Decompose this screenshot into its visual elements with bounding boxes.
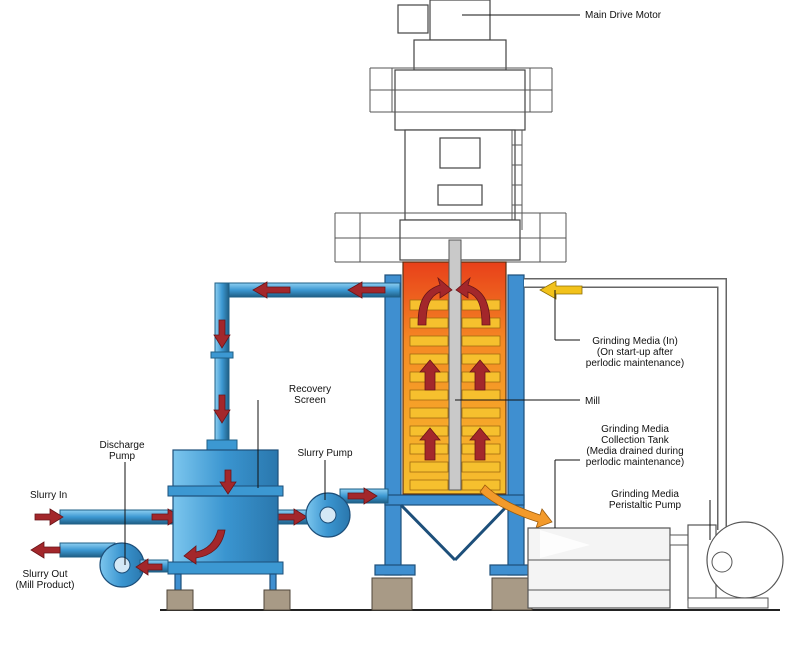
label-recovery-screen-1: Recovery: [289, 384, 331, 395]
label-peristaltic-pump-2: Peristaltic Pump: [609, 500, 682, 511]
label-recovery-screen-2: Screen: [294, 395, 326, 406]
label-slurry-out-2: (Mill Product): [16, 580, 75, 591]
label-media-in-3: perlodic maintenance): [586, 358, 684, 369]
leader-lines: [124, 14, 711, 565]
pump-icon: [99, 542, 169, 588]
label-collection-tank-3: (Media drained during: [586, 446, 683, 457]
collection-tank-icon: [479, 484, 671, 609]
label-media-in-2: (On start-up after: [597, 347, 674, 358]
mill-vessel-icon: [371, 239, 533, 611]
label-discharge-pump-2: Pump: [109, 451, 136, 462]
label-slurry-out-1: Slurry Out: [22, 569, 67, 580]
label-mill: Mill: [585, 396, 600, 407]
label-discharge-pump-1: Discharge: [99, 440, 144, 451]
label-collection-tank-2: Collection Tank: [601, 435, 670, 446]
label-collection-tank-1: Grinding Media: [601, 424, 669, 435]
label-media-in-1: Grinding Media (In): [592, 336, 678, 347]
screen-tank-icon: [166, 439, 291, 611]
slurry-pump-icon: [305, 492, 351, 538]
peristaltic-pump-icon: [669, 521, 784, 609]
motor-icon: [334, 0, 567, 263]
slurry-pipework: [30, 278, 727, 559]
label-main-drive-motor: Main Drive Motor: [585, 10, 662, 21]
label-collection-tank-4: perlodic maintenance): [586, 457, 684, 468]
label-slurry-in: Slurry In: [30, 490, 67, 501]
labels: Main Drive Motor Recovery Screen Dischar…: [16, 10, 685, 591]
label-slurry-pump: Slurry Pump: [297, 448, 352, 459]
label-peristaltic-pump-1: Grinding Media: [611, 489, 679, 500]
